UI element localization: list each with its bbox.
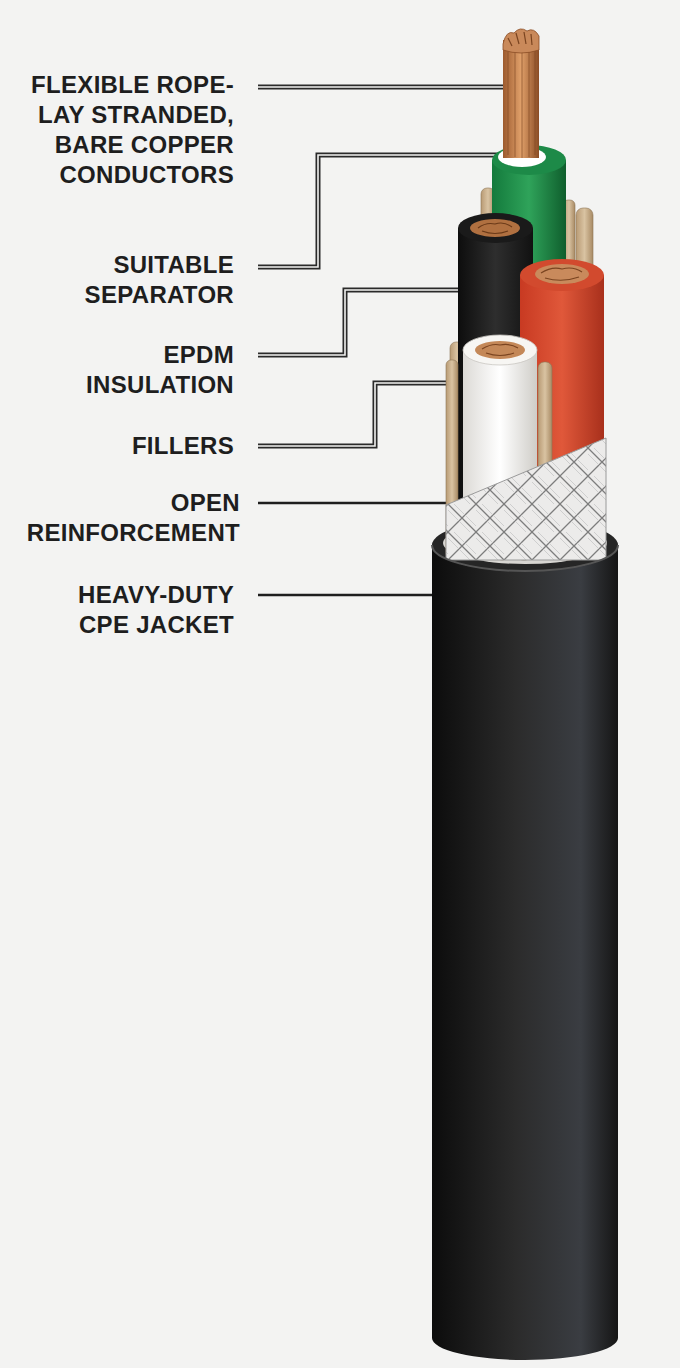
braid-reinforcement [446,438,606,560]
cpe-jacket [432,545,618,1360]
part-label: OPEN REINFORCEMENT [4,488,240,548]
part-label: FLEXIBLE ROPE-LAY STRANDED, BARE COPPER … [29,70,234,190]
part-label: EPDM INSULATION [44,340,234,400]
part-label: SUITABLE SEPARATOR [34,250,234,310]
part-label: HEAVY-DUTY CPE JACKET [54,580,234,640]
part-label: FILLERS [44,431,234,461]
jacket-edge [432,545,618,571]
